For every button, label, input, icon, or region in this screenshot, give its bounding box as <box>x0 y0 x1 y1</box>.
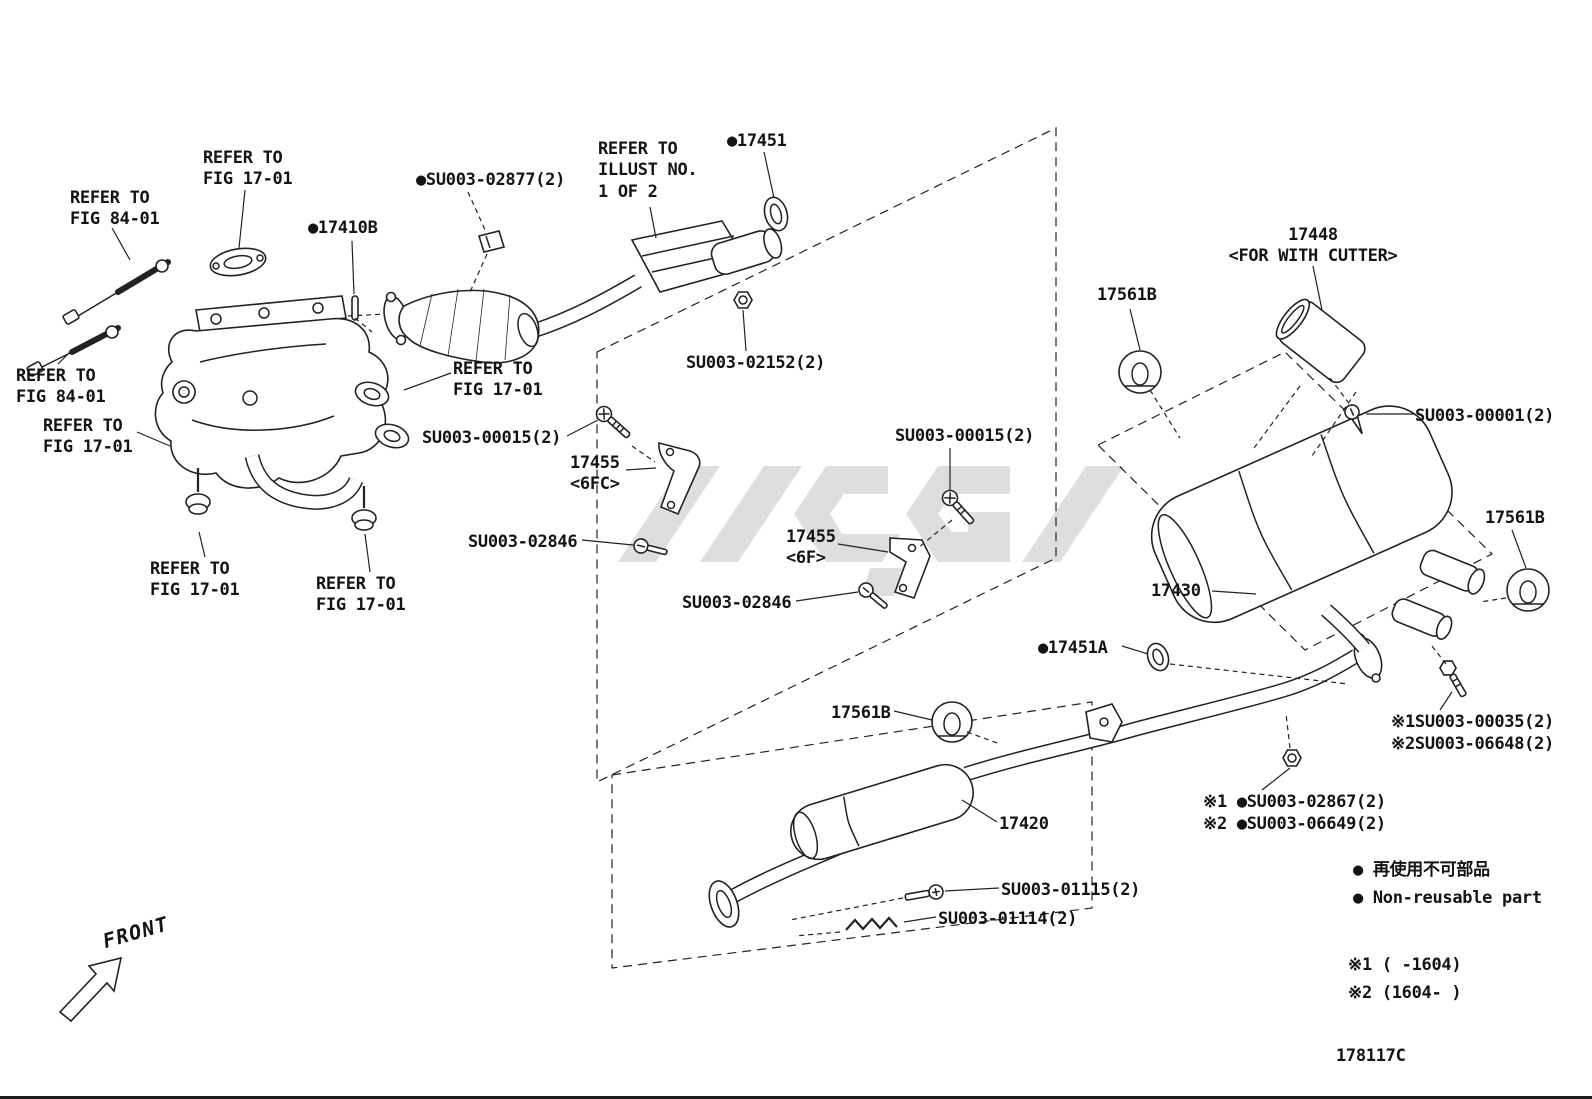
bracket-17455-6f <box>889 537 931 599</box>
watermark-logo <box>618 466 1124 596</box>
manifold-gasket-ports <box>354 381 410 449</box>
bolt-su003-00035 <box>1439 660 1467 698</box>
manifold-gasket-top <box>209 247 267 277</box>
label-refer-fig84-01-left: REFER TO FIG 84-01 <box>16 366 106 408</box>
catalytic-converter <box>398 289 540 364</box>
label-su003-06648: ※2SU003-06648(2) <box>1391 734 1554 754</box>
bottom-border <box>0 1096 1592 1099</box>
hanger-17561b-bottom <box>931 701 973 743</box>
label-su003-02846-b: SU003-02846 <box>682 593 792 613</box>
label-su003-01115: SU003-01115(2) <box>1001 880 1141 900</box>
bolt-su003-01115 <box>904 884 944 901</box>
label-su003-06649: ※2 ●SU003-06649(2) <box>1203 814 1386 834</box>
label-refer-fig17-01-bl: REFER TO FIG 17-01 <box>150 559 240 601</box>
label-refer-fig17-01-left: REFER TO FIG 17-01 <box>43 416 133 458</box>
bolt-su003-00015-right <box>941 489 975 525</box>
bracket-17455-6fc <box>658 441 701 516</box>
label-refer-fig17-01-bm: REFER TO FIG 17-01 <box>316 574 406 616</box>
label-note-2: ※2 (1604- ) <box>1348 983 1462 1003</box>
front-pipe-converter <box>351 196 789 364</box>
screw-su003-02846-b <box>858 582 888 609</box>
clamp-su003-02877 <box>477 230 506 253</box>
spring-su003-01114 <box>845 916 898 931</box>
label-su003-02846-a: SU003-02846 <box>468 532 578 552</box>
muffler-body <box>1150 405 1453 624</box>
pin-17410b <box>351 295 359 321</box>
manifold-stud-nuts <box>185 468 377 531</box>
label-p17455-6fc: 17455 <6FC> <box>570 453 620 495</box>
label-p17451a: ●17451A <box>1038 638 1108 658</box>
mount-hardware <box>595 405 975 609</box>
label-legend-non-reusable-jp: ● 再使用不可部品 <box>1353 860 1490 880</box>
label-refer-fig84-01-top: REFER TO FIG 84-01 <box>70 188 160 230</box>
label-legend-non-reusable-en: ● Non-reusable part <box>1353 888 1542 908</box>
label-su003-02152: SU003-02152(2) <box>686 353 826 373</box>
manifold-flange <box>195 295 347 333</box>
label-su003-00035: ※1SU003-00035(2) <box>1391 712 1554 732</box>
label-p17561b-1: 17561B <box>1097 285 1157 305</box>
label-p17430: 17430 <box>1151 581 1201 601</box>
resonator <box>790 763 974 861</box>
tailpipe-tip-upper <box>1419 549 1486 595</box>
dashed-leader-lines <box>354 191 1507 937</box>
tailpipe-cutter-17448 <box>1275 298 1366 384</box>
label-refer-illust-1of2: REFER TO ILLUST NO. 1 OF 2 <box>598 139 698 202</box>
muffler-assembly <box>1118 298 1550 698</box>
label-p17451: ●17451 <box>727 131 787 151</box>
nut-su003-02867 <box>1282 749 1302 767</box>
label-su003-02867: ※1 ●SU003-02867(2) <box>1203 792 1386 812</box>
label-refer-fig17-01-top: REFER TO FIG 17-01 <box>203 148 293 190</box>
front-pipe-outlet <box>710 228 783 276</box>
exhaust-manifold <box>26 247 410 531</box>
screw-su003-02846-a <box>633 538 668 556</box>
label-refer-fig17-01-mid: REFER TO FIG 17-01 <box>453 359 543 401</box>
hanger-17561b-right <box>1506 568 1550 612</box>
bolt-su003-00015-left <box>595 405 631 439</box>
label-front: FRONT <box>100 911 172 954</box>
label-su003-01114: SU003-01114(2) <box>938 909 1078 929</box>
tailpipe-tip-lower <box>1391 598 1453 640</box>
label-diagram-id: 178117C <box>1336 1046 1406 1066</box>
leader-lines <box>57 151 1527 923</box>
label-p17455-6f: 17455 <6F> <box>786 527 836 569</box>
label-p17561b-2: 17561B <box>1485 508 1545 528</box>
oxygen-sensor-upper <box>62 259 171 325</box>
label-su003-00015-left: SU003-00015(2) <box>422 428 562 448</box>
gasket-17451 <box>763 196 789 232</box>
screw-su003-00001 <box>1344 404 1363 435</box>
gasket-17451a <box>1146 642 1170 672</box>
front-direction-arrow <box>58 956 123 1023</box>
label-p17561b-3: 17561B <box>831 703 891 723</box>
label-p17410b: ●17410B <box>308 218 378 238</box>
pipe-support-bracket <box>1085 703 1123 743</box>
label-su003-00015-right: SU003-00015(2) <box>895 426 1035 446</box>
label-p17420: 17420 <box>999 814 1049 834</box>
label-note-1: ※1 ( -1604) <box>1348 955 1462 975</box>
nut-su003-02152 <box>733 291 753 309</box>
label-su003-02877: ●SU003-02877(2) <box>416 170 566 190</box>
label-p17448: 17448 <FOR WITH CUTTER> <box>1228 225 1398 267</box>
manifold-body <box>154 317 389 489</box>
label-su003-00001: SU003-00001(2) <box>1415 406 1555 426</box>
hanger-17561b-top <box>1118 350 1162 394</box>
